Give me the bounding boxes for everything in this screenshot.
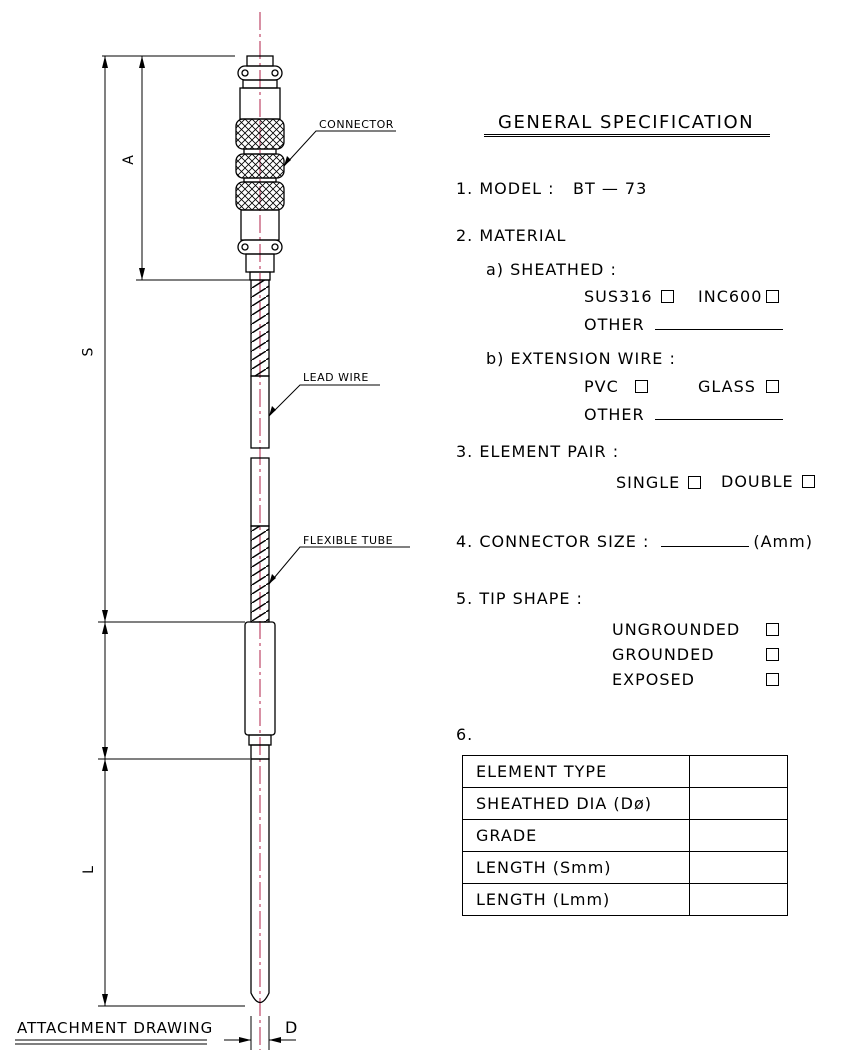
extension-option-1: PVC xyxy=(584,377,648,396)
row-label: GRADE xyxy=(462,819,690,852)
checkbox-single[interactable] xyxy=(688,476,702,489)
dimension-a-label: A xyxy=(120,155,137,165)
extension-option-2: GLASS xyxy=(698,377,779,396)
flexible-tube xyxy=(250,525,270,623)
row-value-cell[interactable] xyxy=(689,787,788,820)
footer-label: ATTACHMENT DRAWING xyxy=(17,1019,214,1037)
tip-shape-label: 5. TIP SHAPE : xyxy=(456,589,583,608)
connector-size-field[interactable] xyxy=(661,530,750,547)
material-label: 2. MATERIAL xyxy=(456,226,567,245)
row-value-cell[interactable] xyxy=(689,851,788,884)
checkbox-grounded[interactable] xyxy=(766,648,779,661)
table-row: ELEMENT TYPE xyxy=(462,755,788,788)
dimension-d-label: D xyxy=(285,1018,299,1037)
callout-lead-wire: LEAD WIRE xyxy=(303,371,369,384)
tip-option-exposed: EXPOSED xyxy=(612,670,779,689)
sheathed-option-2: INC600 xyxy=(698,287,780,306)
element-pair-option-2: DOUBLE xyxy=(721,472,815,491)
checkbox-ungrounded[interactable] xyxy=(766,623,779,636)
table-row: SHEATHED DIA (Dø) xyxy=(462,787,788,820)
model-value: BT — 73 xyxy=(573,179,648,198)
knurl-ring-2 xyxy=(235,153,285,179)
row-value-cell[interactable] xyxy=(689,883,788,916)
dimension-s-label: S xyxy=(80,347,97,357)
knurl-ring-3 xyxy=(235,181,285,211)
knurl-ring-1 xyxy=(235,118,285,150)
lead-wire-segment-1 xyxy=(250,375,270,449)
extension-other: OTHER xyxy=(584,403,783,424)
spec-title: GENERAL SPECIFICATION xyxy=(484,112,771,137)
lead-wire-leader xyxy=(268,384,380,417)
table-label: 6. xyxy=(456,725,474,744)
connector-leader xyxy=(283,130,396,167)
dimension-l-label: L xyxy=(80,866,97,874)
element-pair-label: 3. ELEMENT PAIR : xyxy=(456,442,620,461)
callout-flexible-tube: FLEXIBLE TUBE xyxy=(303,534,394,547)
row-value-cell[interactable] xyxy=(689,755,788,788)
sheathed-option-1: SUS316 xyxy=(584,287,674,306)
callout-connector: CONNECTOR xyxy=(319,118,394,131)
checkbox-glass[interactable] xyxy=(765,380,779,393)
element-pair-option-1: SINGLE xyxy=(616,473,702,492)
table-row: LENGTH (Smm) xyxy=(462,851,788,884)
model-label: 1. MODEL : xyxy=(456,179,555,198)
tip-option-grounded: GROUNDED xyxy=(612,645,779,664)
row-label: LENGTH (Lmm) xyxy=(462,883,690,916)
sheathed-other: OTHER xyxy=(584,313,783,334)
row-label: LENGTH (Smm) xyxy=(462,851,690,884)
extension-wire-label: b) EXTENSION WIRE : xyxy=(486,349,676,368)
row-value-cell[interactable] xyxy=(689,819,788,852)
sheathed-label: a) SHEATHED : xyxy=(486,260,617,279)
flexible-tube-leader xyxy=(268,546,410,585)
checkbox-double[interactable] xyxy=(801,475,815,488)
checkbox-sus316[interactable] xyxy=(660,290,674,303)
table-row: LENGTH (Lmm) xyxy=(462,883,788,916)
spec-table: ELEMENT TYPE SHEATHED DIA (Dø) GRADE LEN… xyxy=(462,755,788,916)
connector-size-row: 4. CONNECTOR SIZE :(Amm) xyxy=(456,530,813,551)
table-row: GRADE xyxy=(462,819,788,852)
tip-option-ungrounded: UNGROUNDED xyxy=(612,620,779,639)
extension-other-field[interactable] xyxy=(654,403,783,420)
probe xyxy=(250,758,270,1004)
checkbox-inc600[interactable] xyxy=(766,290,780,303)
checkbox-exposed[interactable] xyxy=(766,673,779,686)
sheathed-other-field[interactable] xyxy=(654,313,783,330)
checkbox-pvc[interactable] xyxy=(634,380,648,393)
row-label: SHEATHED DIA (Dø) xyxy=(462,787,690,820)
upper-spiral xyxy=(250,279,270,377)
row-label: ELEMENT TYPE xyxy=(462,755,690,788)
